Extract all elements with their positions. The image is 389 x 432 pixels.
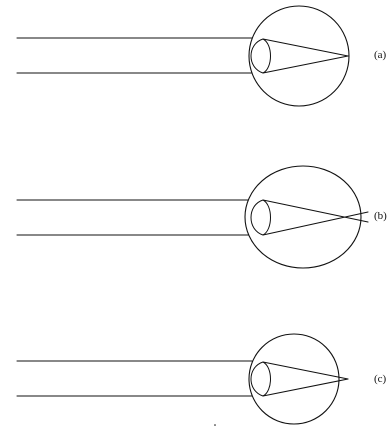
panel-c: (c): [17, 334, 387, 424]
panel-b: (b): [17, 166, 387, 268]
stray-mark: [214, 424, 216, 426]
panel-label-a: (a): [374, 49, 387, 61]
panel-a: (a): [17, 6, 387, 106]
panel-label-b: (b): [374, 210, 387, 222]
panel-label-c: (c): [374, 373, 387, 385]
